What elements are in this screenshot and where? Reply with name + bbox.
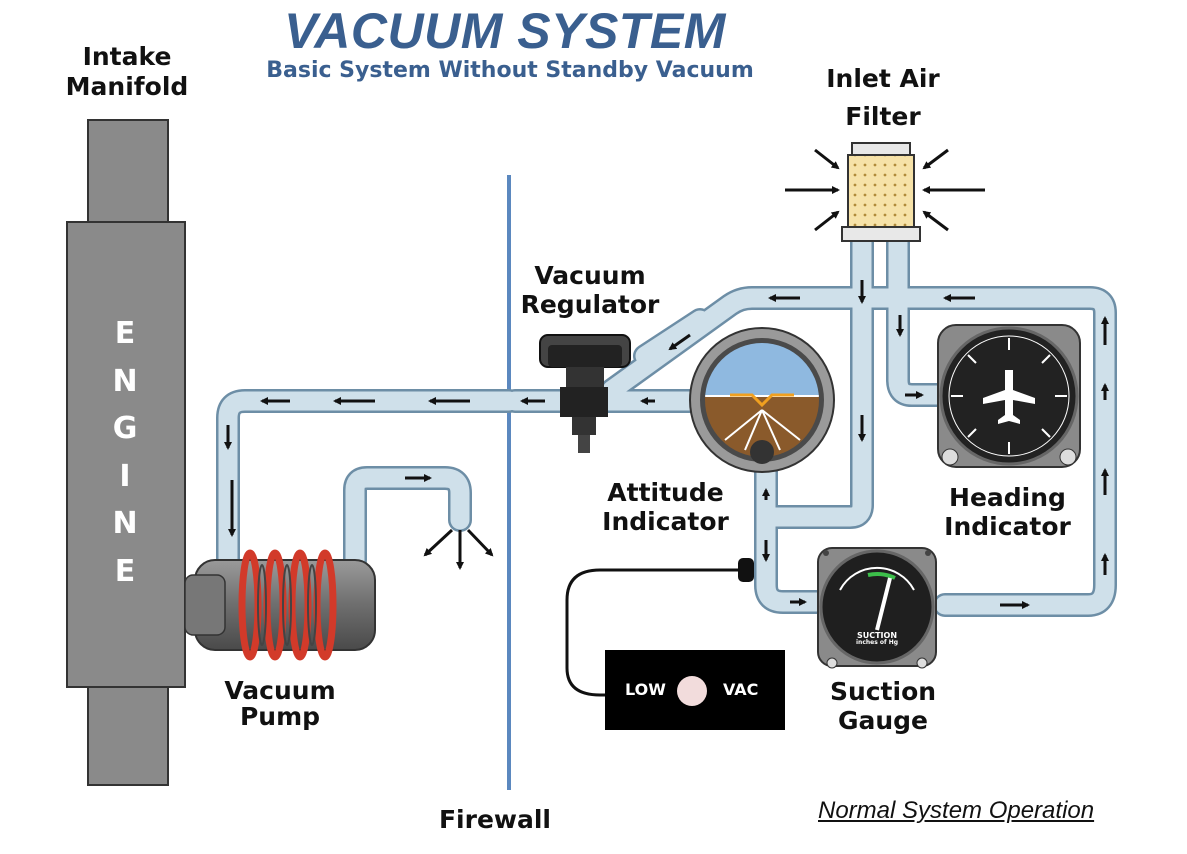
inlet-air-filter-label: Inlet Air Filter [826,64,940,131]
suction-gauge-label: Suction Gauge [829,677,937,735]
intake-manifold [87,119,169,786]
low-vac-light [677,676,707,706]
low-vac-wire [565,558,754,697]
suction-gauge [817,547,937,669]
inlet-air-filter [785,142,985,242]
low-vac-right-text: VAC [723,680,759,699]
low-vac-left-text: LOW [625,680,666,699]
vacuum-pump-label: Vacuum Pump [224,676,336,732]
vacuum-regulator [539,334,631,453]
engine-label: E N G I N E [112,316,138,589]
suction-dial-text: SUCTION inches of Hg [855,631,899,647]
flow-arrows [224,280,1109,609]
diagram-subtitle: Basic System Without Standby Vacuum [266,58,754,83]
intake-manifold-label: Intake Manifold [65,42,189,101]
heading-indicator [937,324,1081,468]
vacuum-pump [184,549,376,661]
diagram-title: VACUUM SYSTEM [284,3,726,59]
attitude-indicator-label: Attitude Indicator [602,478,729,536]
engine-block [66,221,186,688]
low-vac-annunciator: LOW VAC [605,650,785,730]
exhaust-arrows [423,528,494,570]
vacuum-regulator-label: Vacuum Regulator [520,261,660,319]
heading-indicator-label: Heading Indicator [944,483,1071,541]
normal-operation-caption: Normal System Operation [818,797,1095,824]
attitude-indicator [689,327,835,473]
firewall-label: Firewall [438,805,552,834]
